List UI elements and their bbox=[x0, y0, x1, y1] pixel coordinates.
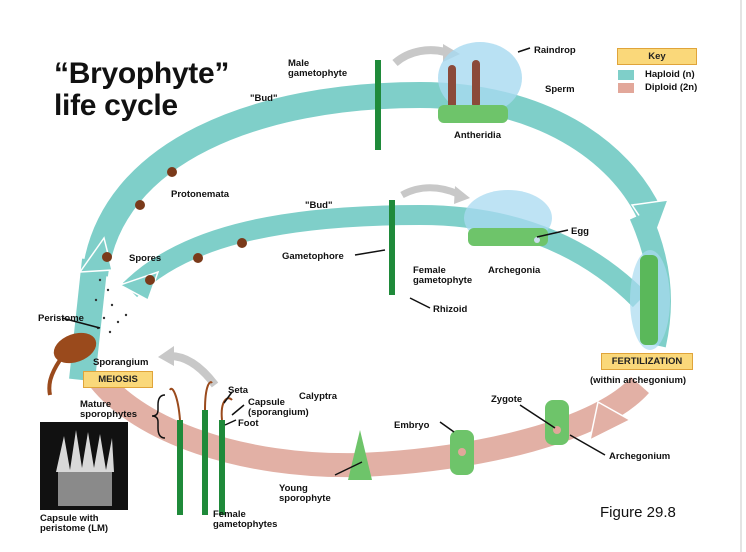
haploid-key-swatch bbox=[618, 70, 634, 80]
label-young-sporophyte: Young sporophyte bbox=[279, 483, 331, 504]
label-capsule: Capsule (sporangium) bbox=[248, 397, 309, 418]
spore-stream-left bbox=[69, 258, 108, 382]
capsule-micrograph bbox=[40, 422, 128, 510]
mature-sporophytes-brace bbox=[151, 394, 166, 439]
label-archegonium: Archegonium bbox=[609, 451, 671, 462]
fertilization-box: FERTILIZATION bbox=[601, 353, 693, 370]
embryo bbox=[458, 448, 466, 456]
seta bbox=[220, 397, 233, 421]
fertilization-archegonium bbox=[640, 255, 658, 345]
antheridium bbox=[448, 65, 456, 110]
spore bbox=[135, 200, 145, 210]
label-protonemata: Protonemata bbox=[171, 189, 230, 200]
meiosis-box: MEIOSIS bbox=[83, 371, 153, 388]
seta bbox=[204, 381, 213, 411]
diagram-title: “Bryophyte” life cycle bbox=[54, 57, 230, 122]
gray-arrowhead-sporangium bbox=[158, 346, 174, 366]
archegonia-base bbox=[468, 228, 548, 246]
antheridium bbox=[472, 60, 480, 108]
egg bbox=[534, 237, 540, 243]
diploid-arrowhead bbox=[588, 400, 632, 442]
label-bud-lower: "Bud" bbox=[305, 200, 333, 211]
young-sporophyte bbox=[348, 430, 372, 480]
label-embryo: Embryo bbox=[394, 420, 430, 431]
leader-lines bbox=[61, 47, 606, 476]
label-fertilization-note: (within archegonium) bbox=[590, 375, 687, 386]
zygote-archegonium bbox=[545, 400, 569, 445]
haploid-band-inner bbox=[122, 204, 648, 308]
capsule-seta bbox=[47, 358, 62, 396]
label-rhizoid: Rhizoid bbox=[433, 304, 468, 315]
label-egg: Egg bbox=[571, 226, 589, 237]
seta bbox=[169, 387, 181, 421]
haploid-band-outer bbox=[82, 81, 662, 277]
figure-caption: Figure 29.8 bbox=[600, 504, 676, 521]
diploid-key-swatch bbox=[618, 83, 634, 93]
label-gametophore: Gametophore bbox=[282, 251, 344, 262]
gray-arrow-sporangium bbox=[169, 352, 219, 388]
label-foot: Foot bbox=[238, 418, 259, 429]
peristome-teeth-image bbox=[56, 430, 114, 506]
gray-arrow-archegonia bbox=[400, 184, 460, 199]
spore bbox=[145, 275, 155, 285]
diploid-key-label: Diploid (2n) bbox=[645, 82, 698, 93]
sporangium-capsule bbox=[53, 332, 97, 364]
label-seta: Seta bbox=[228, 385, 249, 396]
label-sporangium: Sporangium bbox=[93, 357, 149, 368]
label-archegonia: Archegonia bbox=[488, 265, 541, 276]
haploid-key-label: Haploid (n) bbox=[645, 69, 695, 80]
label-bud-upper: "Bud" bbox=[250, 93, 278, 104]
label-raindrop: Raindrop bbox=[534, 45, 576, 56]
gray-arrow-antheridia bbox=[392, 46, 447, 67]
label-female-gametophyte: Female gametophyte bbox=[413, 265, 473, 286]
label-male-gametophyte: Male gametophyte bbox=[288, 58, 348, 79]
label-calyptra: Calyptra bbox=[299, 391, 338, 402]
page-edge-divider bbox=[740, 0, 742, 552]
key-heading: Key bbox=[617, 48, 697, 65]
spore bbox=[102, 252, 112, 262]
spore bbox=[167, 167, 177, 177]
label-sperm: Sperm bbox=[545, 84, 575, 95]
label-antheridia: Antheridia bbox=[454, 130, 501, 141]
label-peristome: Peristome bbox=[38, 313, 84, 324]
label-capsule-with-peristome: Capsule with peristome (LM) bbox=[40, 513, 109, 534]
spore bbox=[193, 253, 203, 263]
label-spores: Spores bbox=[129, 253, 162, 264]
label-mature-sporophytes: Mature sporophytes bbox=[80, 399, 138, 420]
spore bbox=[237, 238, 247, 248]
gray-arrowhead-archegonia bbox=[454, 186, 470, 204]
label-female-gametophytes: Female gametophytes bbox=[213, 509, 278, 530]
label-zygote: Zygote bbox=[491, 394, 523, 405]
antheridia-base bbox=[438, 105, 508, 123]
